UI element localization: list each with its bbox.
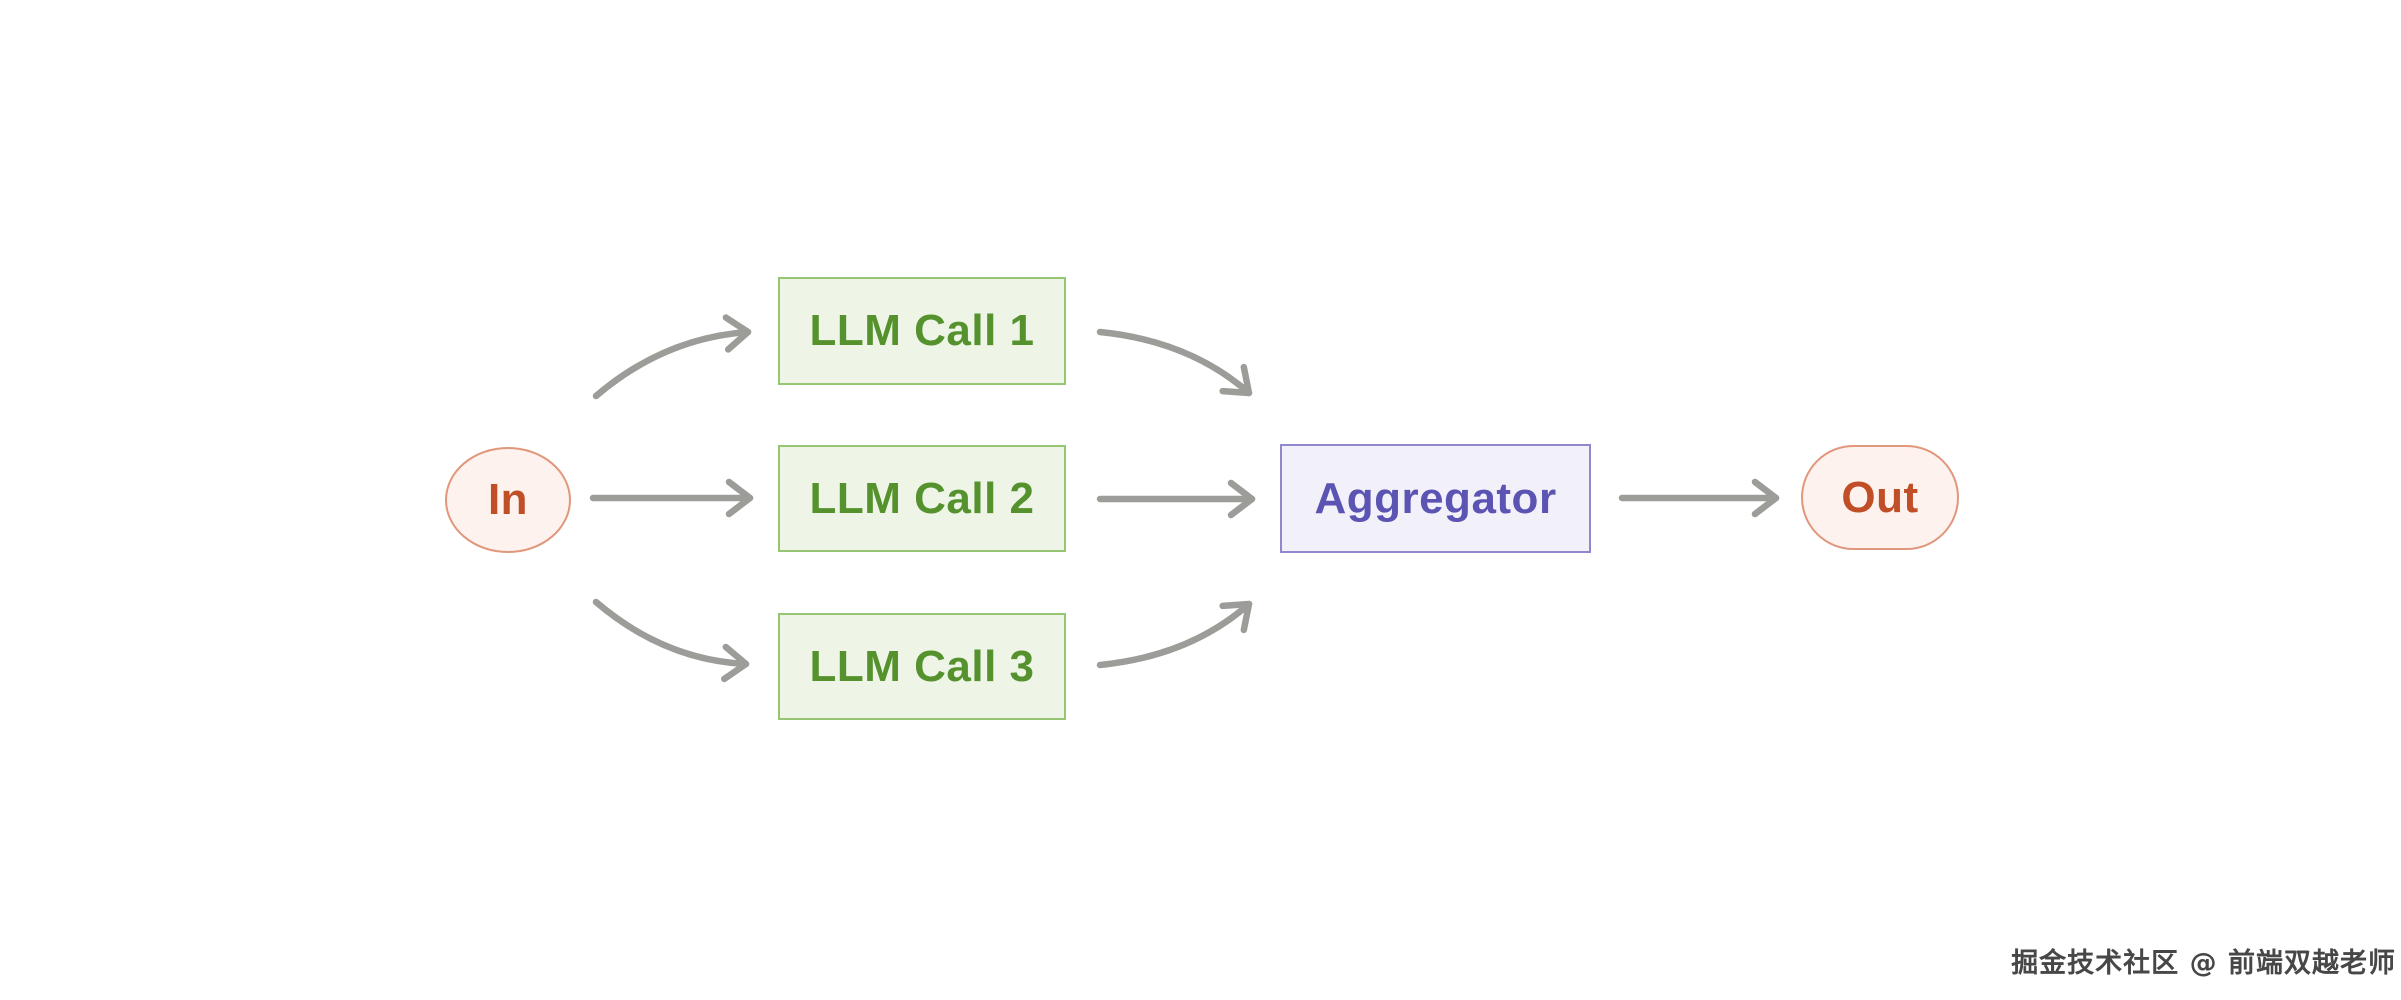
node-input-label: In	[487, 475, 529, 524]
edge-in-to-llm-call-1	[592, 314, 752, 400]
edge-llm-call-3-to-aggregator	[1096, 600, 1253, 669]
node-llm-call-3: LLM Call 3	[778, 613, 1066, 720]
node-llm-call-2: LLM Call 2	[778, 445, 1066, 552]
node-output-label: Out	[1841, 472, 1919, 522]
node-output: Out	[1801, 445, 1959, 550]
edge-in-to-llm-call-3	[592, 598, 750, 683]
node-llm-call-3-label: LLM Call 3	[809, 641, 1035, 691]
watermark-text: 掘金技术社区 @ 前端双越老师	[2011, 948, 2396, 979]
node-aggregator: Aggregator	[1280, 444, 1591, 553]
node-llm-call-1: LLM Call 1	[778, 277, 1066, 385]
node-llm-call-2-label: LLM Call 2	[809, 473, 1035, 523]
node-input: In	[445, 447, 571, 553]
node-llm-call-1-label: LLM Call 1	[809, 306, 1035, 355]
edge-llm-call-1-to-aggregator	[1096, 328, 1253, 397]
node-aggregator-label: Aggregator	[1314, 473, 1557, 523]
